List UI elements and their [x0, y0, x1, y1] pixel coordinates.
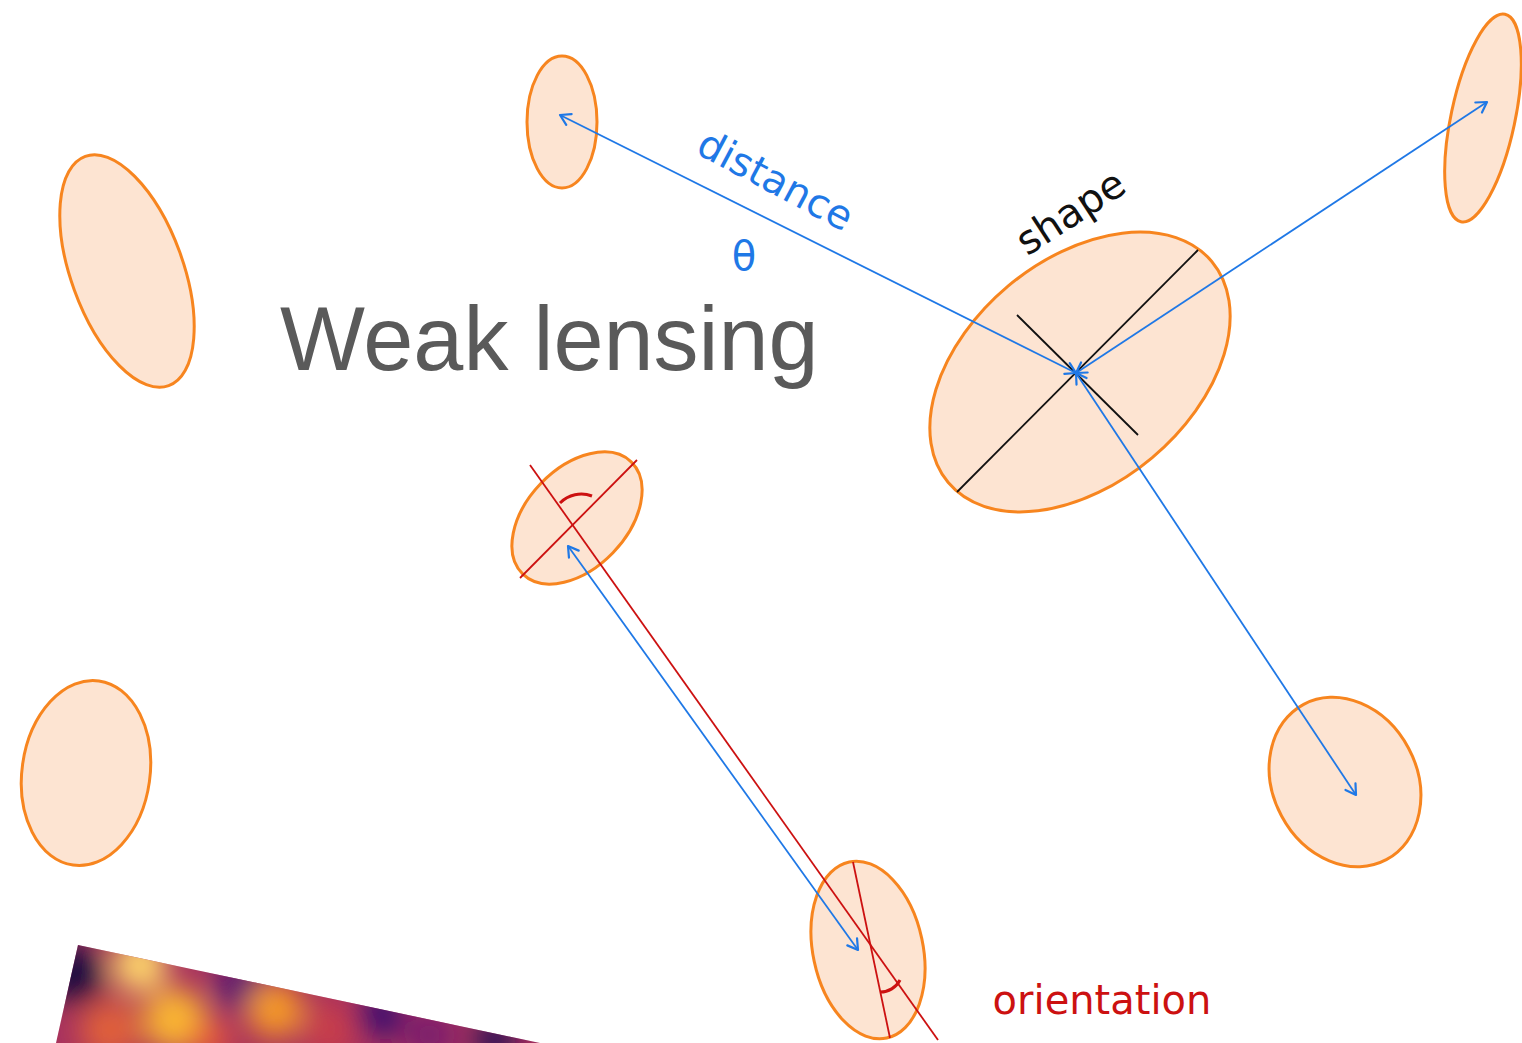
- separation-line: [530, 465, 938, 1040]
- separation-arrow: [1076, 102, 1487, 373]
- angle-arc: [560, 494, 592, 503]
- title: Weak lensing: [280, 290, 819, 389]
- separation-arrow: [1076, 373, 1356, 795]
- angle-arc: [880, 980, 900, 992]
- galaxy: [33, 137, 222, 405]
- galaxy: [876, 176, 1284, 569]
- galaxy: [487, 427, 667, 609]
- galaxy-ellipses: [10, 8, 1522, 1043]
- angle-symbol: θ: [732, 234, 756, 278]
- separation-arrows: [560, 102, 1487, 950]
- distance-label: distance: [691, 121, 861, 239]
- separation-arrow: [568, 546, 858, 950]
- orientation-label: orientation: [993, 978, 1212, 1022]
- shape-label: shape: [1007, 161, 1132, 264]
- galaxy: [10, 672, 163, 874]
- convergence-map: [40, 930, 560, 1043]
- orientation-lines: [520, 460, 938, 1040]
- galaxy-axis: [853, 862, 890, 1038]
- galaxy: [527, 56, 597, 188]
- galaxy: [1430, 8, 1522, 229]
- galaxy: [1240, 670, 1450, 893]
